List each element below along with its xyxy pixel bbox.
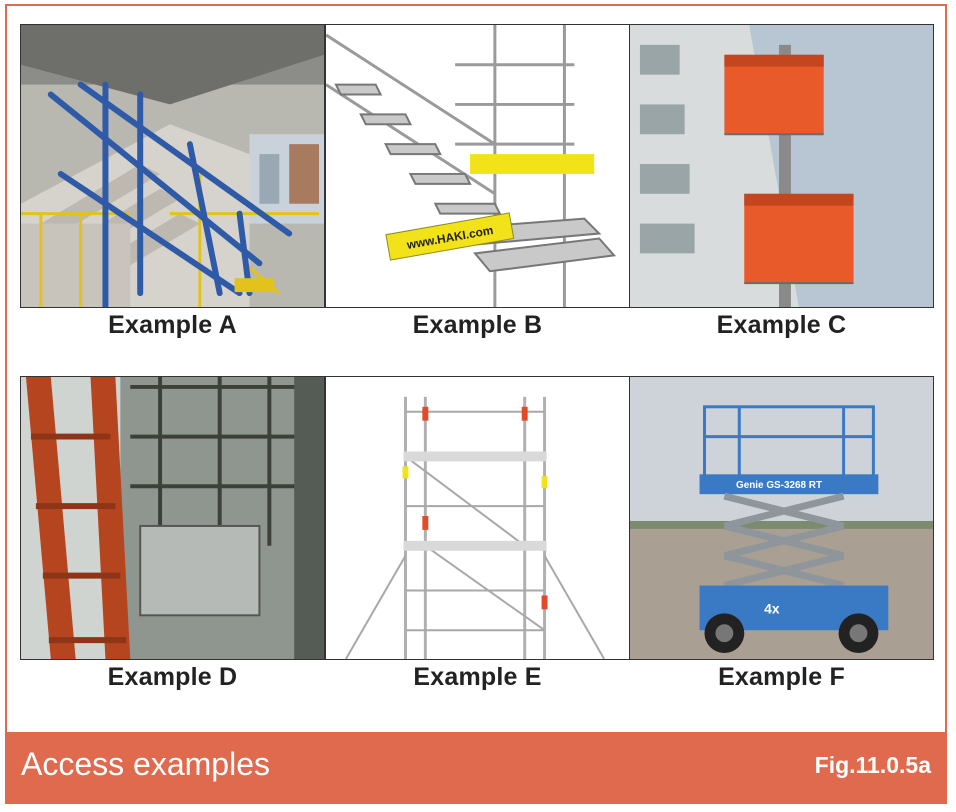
example-c: Example C bbox=[629, 24, 934, 340]
example-f-caption: Example F bbox=[718, 663, 845, 691]
example-d-caption: Example D bbox=[107, 663, 238, 691]
example-e-photo bbox=[325, 376, 630, 660]
example-f: Genie GS-3268 RT 4x Example F bbox=[629, 376, 934, 692]
example-a-caption: Example A bbox=[108, 311, 237, 339]
figure-frame: Example A bbox=[5, 4, 947, 804]
figure-reference: Fig.11.0.5a bbox=[814, 752, 931, 778]
example-b: www.HAKI.com Example B bbox=[325, 24, 630, 340]
lift-model-text: Genie GS-3268 RT bbox=[736, 480, 822, 491]
example-e: Example E bbox=[325, 376, 630, 692]
example-e-caption: Example E bbox=[413, 663, 542, 691]
lift-4x-text: 4x bbox=[764, 600, 780, 616]
example-b-photo: www.HAKI.com bbox=[325, 24, 630, 308]
example-c-caption: Example C bbox=[716, 311, 847, 339]
example-d: Example D bbox=[20, 376, 325, 692]
figure-title: Access examples bbox=[21, 746, 270, 782]
example-b-caption: Example B bbox=[412, 311, 543, 339]
example-f-photo: Genie GS-3268 RT 4x bbox=[629, 376, 934, 660]
example-d-photo bbox=[20, 376, 325, 660]
example-c-photo bbox=[629, 24, 934, 308]
example-a-photo bbox=[20, 24, 325, 308]
example-a: Example A bbox=[20, 24, 325, 340]
figure-footer: Access examples Fig.11.0.5a bbox=[7, 732, 945, 802]
